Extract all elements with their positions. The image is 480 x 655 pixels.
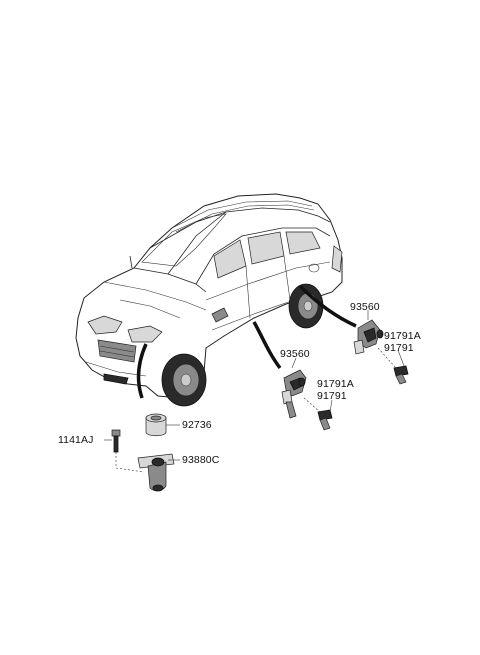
- front-bolt-axis: [303, 397, 321, 413]
- leader-front-93560: [291, 357, 297, 369]
- rear-bolt-axis: [377, 347, 397, 369]
- front-bolt: [317, 409, 333, 431]
- leader-front-91791: [329, 399, 333, 413]
- location-pointers: [136, 284, 357, 399]
- vehicle-illustration: [75, 193, 343, 407]
- pointer-front-door: [252, 321, 282, 370]
- label-rear-bolt-a: 91791A: [384, 330, 421, 342]
- label-rear-sensor: 93560: [350, 301, 380, 313]
- rear-door-sensor: [353, 319, 384, 355]
- rear-bolt: [393, 365, 409, 385]
- label-front-bolt-a: 91791A: [317, 378, 354, 390]
- label-switch: 93880C: [182, 454, 220, 466]
- pointer-hood: [136, 343, 148, 399]
- front-door-sensor: [281, 369, 307, 419]
- label-front-bolt-b: 91791: [317, 390, 347, 402]
- dashed-link: [115, 452, 145, 473]
- switch-93880c: [137, 453, 175, 492]
- screw-1141aj: [111, 429, 121, 453]
- leader-rear-91791: [397, 349, 405, 367]
- label-cap: 92736: [182, 419, 212, 431]
- cap-92736: [145, 413, 167, 437]
- label-rear-bolt-b: 91791: [384, 342, 414, 354]
- label-screw: 1141AJ: [58, 434, 94, 446]
- pointer-rear-door: [298, 284, 357, 328]
- label-front-sensor: 93560: [280, 348, 310, 360]
